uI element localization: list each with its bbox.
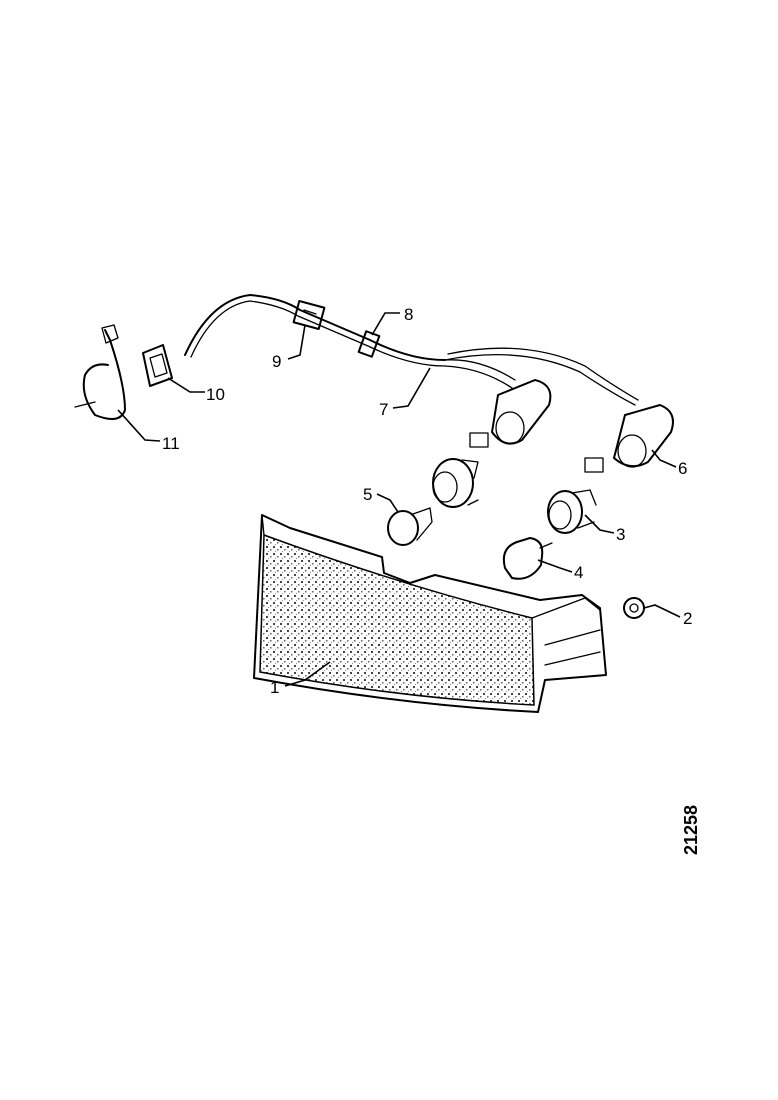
drawing-number: 21258	[681, 805, 701, 855]
cable-tie	[74, 324, 126, 420]
callout-5: 5	[363, 485, 372, 504]
callout-7: 7	[379, 400, 388, 419]
callout-10: 10	[206, 385, 225, 404]
bulb-left	[387, 507, 433, 546]
callout-6: 6	[678, 459, 687, 478]
lens-texture	[259, 533, 535, 706]
callout-11: 11	[162, 434, 180, 453]
grommet	[142, 344, 173, 387]
bulb-holder-left	[432, 458, 479, 508]
callout-4: 4	[574, 563, 583, 582]
clip	[357, 330, 381, 358]
nut	[623, 597, 645, 619]
wiring-harness	[184, 294, 639, 406]
connector	[292, 300, 326, 330]
leader-lines	[117, 312, 681, 687]
callout-9: 9	[272, 352, 281, 371]
bulb-right	[502, 537, 553, 580]
callout-1: 1	[270, 678, 279, 697]
callout-3: 3	[616, 525, 625, 544]
connector-sleeve-right	[584, 404, 674, 473]
callout-8: 8	[404, 305, 413, 324]
lamp-housing	[253, 514, 607, 713]
bulb-holder-right	[547, 489, 597, 534]
connector-sleeve-left	[469, 379, 552, 448]
callout-2: 2	[683, 609, 692, 628]
